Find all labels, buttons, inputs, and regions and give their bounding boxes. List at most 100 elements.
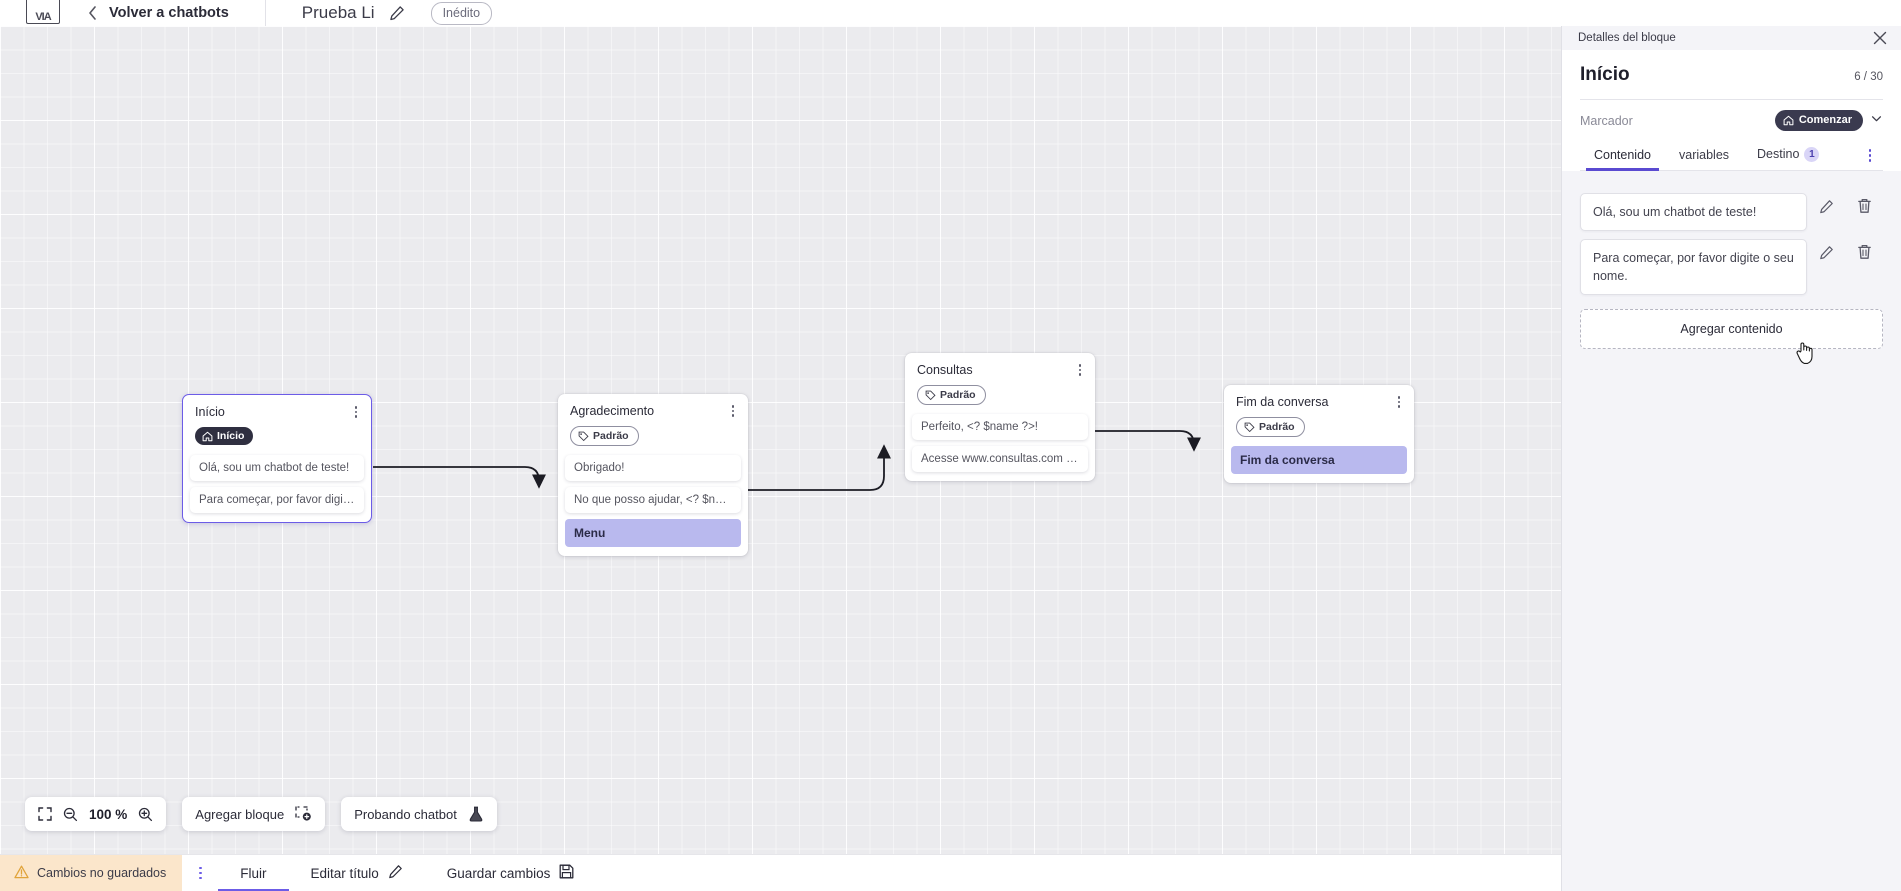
content-item-actions (1807, 193, 1883, 214)
flow-canvas[interactable]: Início Início Olá, sou um chatbot de tes… (0, 26, 1561, 863)
panel-header: Detalles del bloque (1562, 26, 1901, 50)
add-block-button[interactable]: Agregar bloque (182, 797, 326, 831)
node-message[interactable]: Obrigado! (565, 454, 741, 481)
marker-badge-label: Comenzar (1798, 114, 1852, 126)
node-message[interactable]: Olá, sou um chatbot de teste! (190, 454, 364, 481)
node-message[interactable]: Acesse www.consultas.com par... (912, 445, 1088, 472)
marker-badge[interactable]: Comenzar (1774, 110, 1863, 131)
panel-options-button[interactable] (1857, 148, 1883, 170)
node-tag-label: Padrão (1259, 421, 1295, 433)
topbar-divider (264, 0, 266, 26)
home-icon (1783, 115, 1794, 125)
sub-tab-destino-label: Destino (1757, 147, 1800, 161)
node-menu-button[interactable] (1073, 362, 1087, 378)
test-chatbot-label: Probando chatbot (354, 806, 457, 822)
trash-icon[interactable] (1845, 244, 1883, 260)
block-title: Início (1580, 64, 1630, 85)
node-button[interactable]: Fim da conversa (1231, 445, 1407, 474)
canvas-toolbar: 100 % Agregar bloque Probando chatbot (25, 797, 497, 831)
node-body: Fim da conversa (1224, 445, 1414, 483)
node-tag-badge: Padrão (917, 385, 986, 405)
node-message[interactable]: No que posso ajudar, <? $name ... (565, 486, 741, 513)
flow-node-consultas[interactable]: Consultas Padrão Perfeito, <? $name ?>! … (905, 353, 1095, 481)
save-changes-label: Guardar cambios (446, 865, 551, 881)
marker-label: Marcador (1580, 113, 1633, 128)
node-tag-label: Padrão (593, 430, 629, 442)
tag-icon (578, 431, 589, 441)
chevron-down-icon[interactable] (1870, 112, 1883, 130)
trash-icon[interactable] (1845, 198, 1883, 214)
content-item-actions (1807, 239, 1883, 260)
sub-tab-variables[interactable]: variables (1679, 147, 1730, 162)
node-tag-badge: Padrão (570, 426, 639, 446)
back-to-chatbots-link[interactable]: Volver a chatbots (109, 5, 229, 21)
bottom-bar: Cambios no guardados Fluir Editar título… (0, 854, 1561, 891)
content-text[interactable]: Para começar, por favor digite o seu nom… (1580, 239, 1807, 296)
flow-node-fim-da-conversa[interactable]: Fim da conversa Padrão Fim da conversa (1224, 385, 1414, 483)
node-menu-button[interactable] (1392, 394, 1406, 410)
content-item: Olá, sou um chatbot de teste! (1580, 193, 1883, 232)
back-chevron-icon[interactable] (86, 6, 100, 20)
logo-text: VIA (35, 11, 51, 23)
app-logo[interactable]: VIA (26, 0, 60, 24)
block-details-panel: información general Constructor Canales … (1561, 0, 1901, 891)
node-tag-label: Padrão (940, 389, 976, 401)
top-bar: VIA Volver a chatbots Prueba Li Inédito (0, 0, 1901, 26)
node-body: Obrigado! No que posso ajudar, <? $name … (558, 454, 748, 556)
add-content-button[interactable]: Agregar contenido (1580, 309, 1883, 350)
node-message[interactable]: Para começar, por favor digite o ... (190, 486, 364, 513)
close-icon[interactable] (1873, 31, 1887, 45)
edit-title-pencil-icon[interactable] (389, 5, 405, 21)
node-header: Início Início (183, 395, 371, 455)
sub-tab-contenido[interactable]: Contenido (1580, 148, 1665, 171)
node-title: Agradecimento (570, 404, 655, 418)
zoom-in-icon[interactable] (138, 807, 153, 822)
node-tag-badge: Padrão (1236, 417, 1305, 437)
unsaved-changes-label: Cambios no guardados (37, 866, 167, 880)
bottom-menu-button[interactable] (182, 855, 218, 891)
edit-title-button[interactable]: Editar título (289, 855, 425, 891)
panel-sub-tabs: Contenido variables Destino 1 (1580, 147, 1883, 171)
zoom-out-icon[interactable] (63, 807, 78, 822)
zoom-controls: 100 % (25, 797, 167, 831)
content-text[interactable]: Olá, sou um chatbot de teste! (1580, 193, 1807, 232)
flow-node-inicio[interactable]: Início Início Olá, sou um chatbot de tes… (182, 394, 372, 523)
node-tag-label: Início (217, 430, 245, 442)
node-title: Consultas (917, 363, 973, 377)
node-message[interactable]: Perfeito, <? $name ?>! (912, 413, 1088, 440)
content-list: Olá, sou um chatbot de teste! Para começ… (1562, 171, 1901, 296)
pencil-icon[interactable] (1807, 199, 1845, 214)
tag-icon (1244, 422, 1255, 432)
edit-title-label: Editar título (310, 865, 379, 881)
tag-icon (925, 390, 936, 400)
destino-count-badge: 1 (1804, 147, 1820, 162)
node-body: Perfeito, <? $name ?>! Acesse www.consul… (905, 413, 1095, 481)
fit-screen-icon[interactable] (38, 807, 52, 821)
node-title: Início (195, 405, 225, 419)
node-menu-button[interactable] (726, 403, 740, 419)
marker-value-group[interactable]: Comenzar (1774, 110, 1883, 131)
node-header: Consultas Padrão (905, 353, 1095, 414)
node-body: Olá, sou um chatbot de teste! Para começ… (183, 454, 371, 522)
block-title-row: Início 6 / 30 (1580, 64, 1883, 86)
tab-fluir[interactable]: Fluir (218, 855, 289, 891)
node-tag-badge: Início (195, 427, 254, 445)
sub-tab-destino[interactable]: Destino 1 (1743, 147, 1833, 170)
status-badge: Inédito (430, 1, 493, 25)
panel-header-title: Detalles del bloque (1578, 32, 1676, 44)
pencil-icon[interactable] (1807, 245, 1845, 260)
page-title: Prueba Li (301, 3, 375, 22)
warning-triangle-icon (14, 865, 29, 882)
content-item: Para começar, por favor digite o seu nom… (1580, 239, 1883, 296)
flask-icon (468, 806, 484, 823)
save-changes-button[interactable]: Guardar cambios (425, 855, 597, 891)
node-menu-button[interactable] (349, 404, 363, 420)
add-block-label: Agregar bloque (195, 806, 285, 822)
floppy-disk-icon (559, 864, 574, 882)
flow-node-agradecimento[interactable]: Agradecimento Padrão Obrigado! No que po… (558, 394, 748, 556)
node-button[interactable]: Menu (565, 518, 741, 547)
home-icon (202, 431, 213, 441)
test-chatbot-button[interactable]: Probando chatbot (341, 797, 497, 831)
node-header: Agradecimento Padrão (558, 394, 748, 455)
